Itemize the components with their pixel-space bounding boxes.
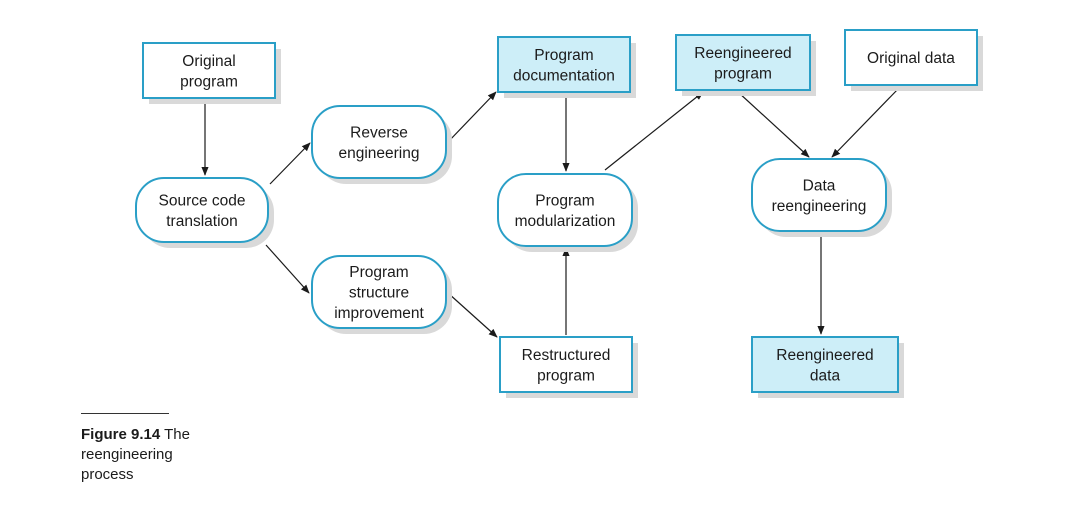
- document-box-shape: [142, 42, 276, 99]
- node-label-line: Reverse: [350, 124, 408, 141]
- arrow-original-data-to-data-reengineering: [831, 86, 901, 158]
- node-label-line: Reengineered: [694, 45, 791, 62]
- document-box-shape: [675, 34, 811, 91]
- node-label-line: program: [714, 65, 772, 82]
- node-reengineered-data: Reengineered data: [751, 336, 904, 398]
- arrow-source-code-translation-to-program-structure-improvement: [265, 244, 310, 294]
- node-label-line: documentation: [513, 67, 615, 84]
- arrow-source-code-translation-to-reverse-engineering: [269, 142, 311, 185]
- node-program-modularization: Program modularization: [497, 173, 638, 252]
- arrow-program-modularization-to-reengineered-program: [604, 91, 704, 171]
- process-shape: [311, 255, 447, 329]
- node-label-line: Reengineered: [776, 347, 873, 364]
- node-program-structure-improvement: Program structure improvement: [311, 255, 452, 334]
- node-data-reengineering: Data reengineering: [751, 158, 892, 237]
- node-label-line: translation: [166, 213, 238, 230]
- node-label-line: improvement: [334, 305, 424, 322]
- arrow-program-structure-improvement-to-restructured-program: [447, 292, 498, 338]
- document-box-shape: [499, 336, 633, 393]
- document-box-shape: [751, 336, 899, 393]
- edges: [201, 86, 901, 338]
- node-label-line: data: [810, 367, 841, 384]
- process-shape: [311, 105, 447, 179]
- node-restructured-program: Restructured program: [499, 336, 638, 398]
- figure-title: The reengineering process: [81, 426, 190, 483]
- caption-rule: [81, 413, 169, 414]
- node-label-line: Original: [182, 53, 235, 70]
- node-label-line: reengineering: [772, 198, 867, 215]
- document-box-shape: [844, 29, 978, 86]
- arrow-reengineered-program-to-data-reengineering: [737, 91, 810, 158]
- node-label-line: program: [180, 73, 238, 90]
- node-label-line: modularization: [515, 213, 616, 230]
- process-shape: [497, 173, 633, 247]
- node-label-line: Restructured: [522, 347, 611, 364]
- node-reengineered-program: Reengineered program: [675, 34, 816, 96]
- node-label-line: Program: [534, 47, 593, 64]
- node-label-line: Program: [349, 264, 408, 281]
- node-label-line: Original data: [867, 50, 955, 67]
- node-label-line: Source code: [158, 192, 245, 209]
- node-label-line: Program: [535, 192, 594, 209]
- node-label-line: program: [537, 367, 595, 384]
- figure-label: Figure 9.14: [81, 426, 161, 443]
- node-source-code-translation: Source code translation: [135, 177, 274, 248]
- document-box-shape: [497, 36, 631, 93]
- node-reverse-engineering: Reverse engineering: [311, 105, 452, 184]
- node-original-program: Original program: [142, 42, 281, 104]
- arrow-reverse-engineering-to-program-documentation: [447, 91, 497, 143]
- node-label-line: engineering: [338, 145, 419, 162]
- figure-caption: Figure 9.14 The reengineering process: [81, 425, 221, 485]
- node-original-data: Original data: [844, 29, 983, 91]
- node-label-line: Data: [803, 177, 836, 194]
- node-program-documentation: Program documentation: [497, 36, 636, 98]
- process-shape: [135, 177, 269, 243]
- node-label-line: structure: [349, 285, 409, 302]
- process-shape: [751, 158, 887, 232]
